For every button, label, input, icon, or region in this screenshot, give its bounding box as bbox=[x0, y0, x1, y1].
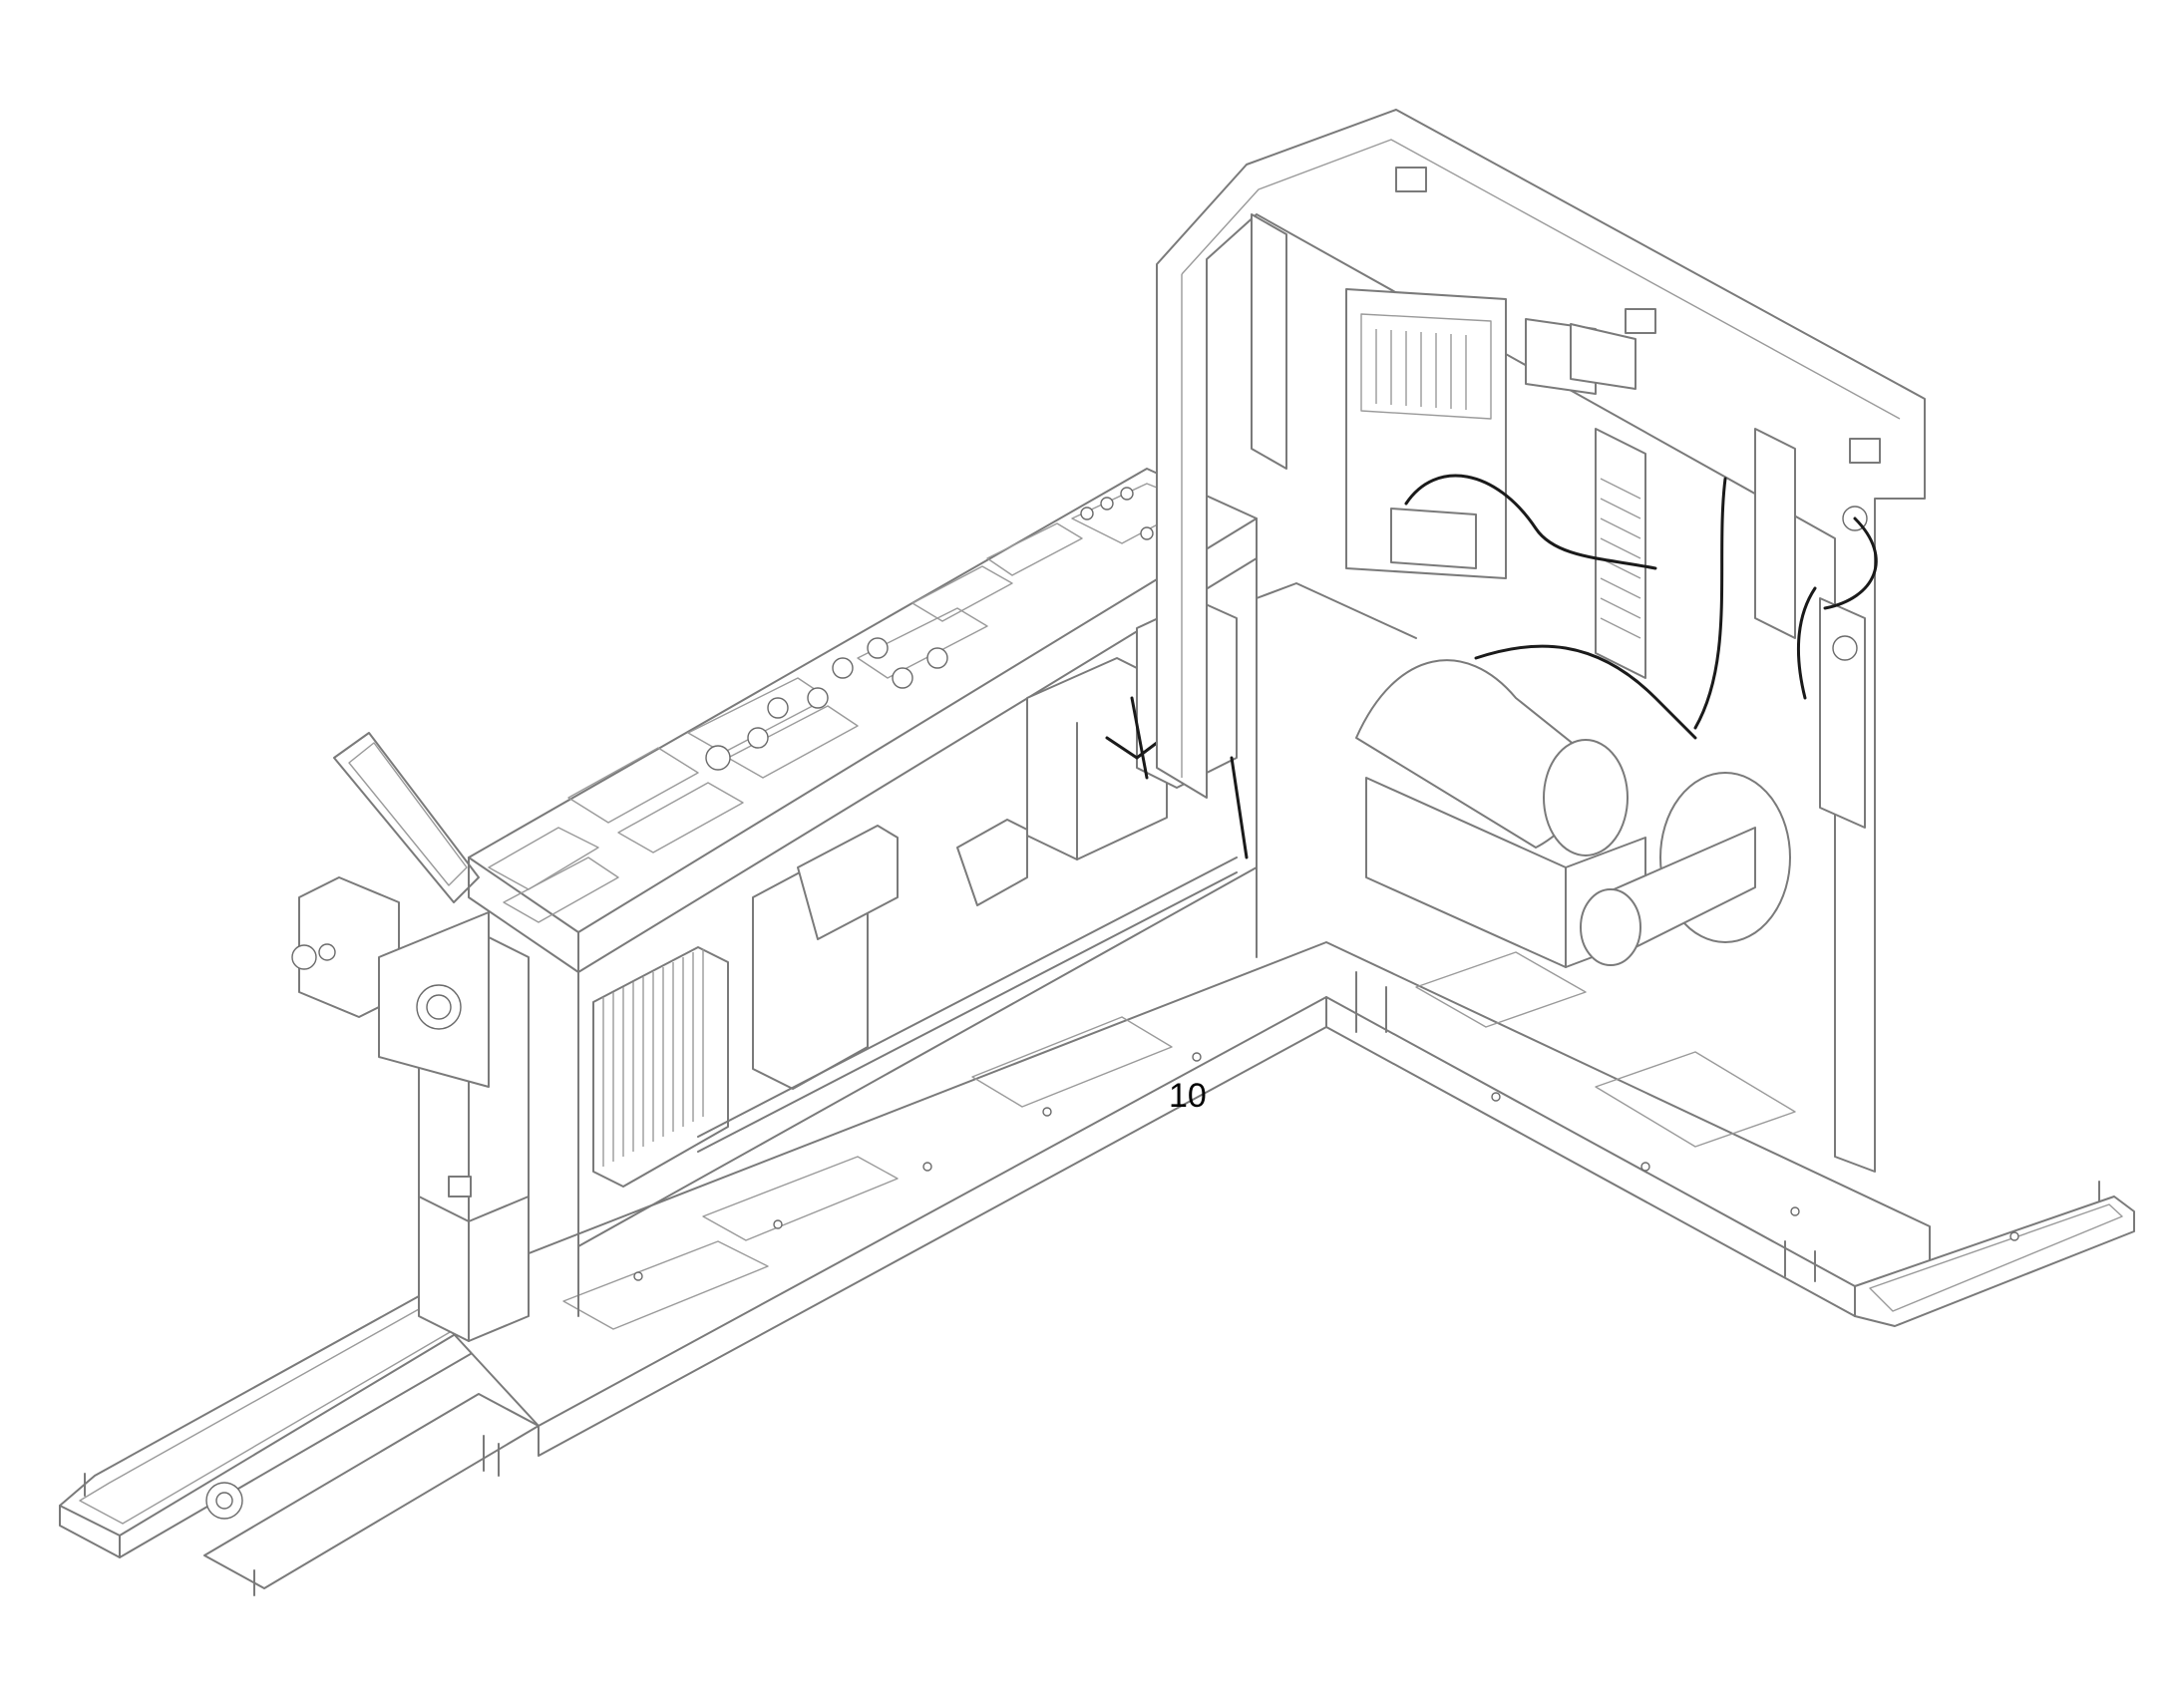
callout-10: 10 bbox=[1169, 1077, 1207, 1115]
side-display-assembly bbox=[291, 732, 490, 1088]
control-pcb bbox=[1345, 288, 1507, 579]
terminal-block bbox=[1595, 428, 1646, 679]
main-base-frame bbox=[418, 941, 2135, 1477]
heatsink bbox=[592, 946, 729, 1188]
electrical-cabinet bbox=[1156, 109, 1926, 1173]
control-console bbox=[468, 468, 1258, 973]
blower-duct bbox=[1355, 659, 1791, 968]
